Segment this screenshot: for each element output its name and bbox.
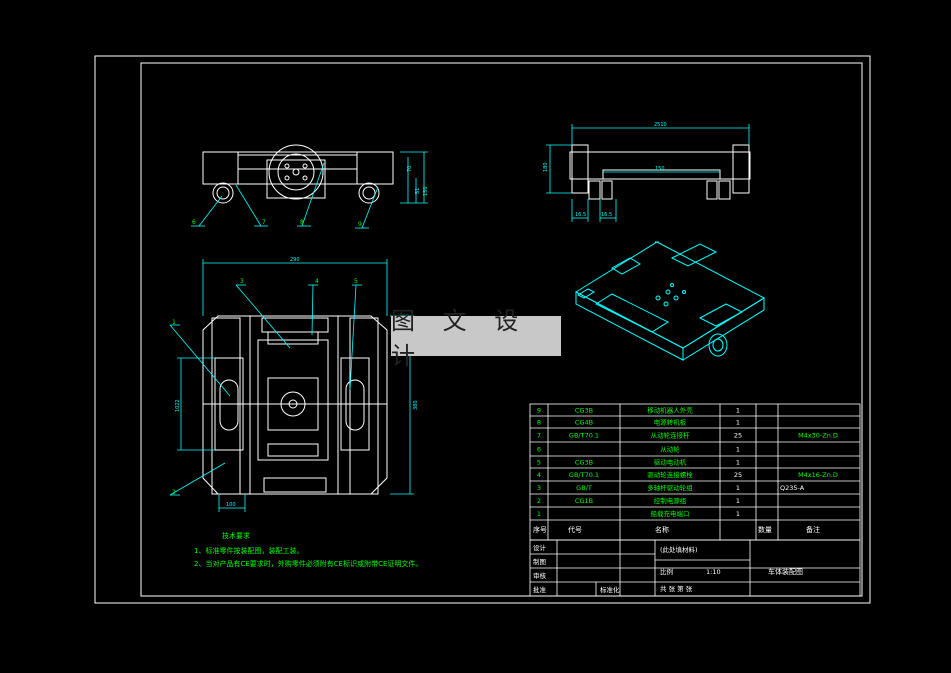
tb-sheets: 共 张 第 张	[660, 584, 693, 593]
bom-header-code: 代号	[568, 525, 582, 534]
bom-cell-name: 电源转机板	[654, 418, 687, 427]
balloon-1: 1	[172, 319, 176, 326]
bom-cell-qty: 1	[736, 459, 740, 467]
tb-check: 审核	[533, 571, 547, 580]
bom-cell-code: CG3B	[575, 459, 593, 467]
side-dim-16a: 16.5	[575, 212, 586, 218]
bom-cell-name: 驱动轮连接螺栓	[647, 470, 693, 479]
bom-cell-no: 5	[537, 459, 541, 467]
bom-cell-no: 1	[537, 510, 541, 518]
side-view-dims	[546, 124, 750, 222]
bom-header-qty: 数量	[758, 525, 772, 534]
bom-cell-code: CG3B	[575, 407, 593, 415]
balloon-4: 4	[315, 278, 319, 285]
side-dim-height: 180	[543, 162, 549, 172]
plan-dim-width: 290	[290, 257, 300, 263]
bom-cell-no: 9	[537, 407, 541, 415]
plan-view	[202, 315, 388, 495]
front-leaders	[191, 162, 379, 229]
front-dim-h2: 150	[423, 186, 429, 196]
bom-cell-qty: 25	[734, 471, 742, 479]
bom-cell-name: 驱动电动机	[654, 458, 687, 467]
bom-cell-qty: 1	[736, 419, 740, 427]
plan-view-dims	[177, 259, 414, 512]
bom-header-remark: 备注	[806, 525, 820, 534]
side-dim-16b: 16.5	[601, 212, 612, 218]
notes-line1: 1、标准零件按装配图，装配工装。	[194, 546, 303, 555]
notes-title: 技术要求	[222, 531, 250, 540]
bom-table-lines	[529, 403, 861, 541]
notes-line2: 2、当对产品有CE要求时，外购零件必须附有CE标识或附带CE证明文件。	[194, 559, 422, 568]
plan-dim-bottom: 100	[226, 502, 236, 508]
bom-cell-no: 3	[537, 484, 541, 492]
tb-scale: 1:10	[706, 568, 721, 576]
bom-cell-no: 7	[537, 432, 541, 440]
bom-cell-no: 8	[537, 419, 541, 427]
front-dim-h1: 70	[407, 166, 413, 172]
inner-frame	[140, 62, 863, 597]
bom-cell-remark: M4x30-Zn.D	[798, 432, 838, 440]
balloon-2: 2	[172, 489, 176, 496]
tb-scale-label: 比例	[660, 567, 673, 576]
tb-approve: 批准	[533, 585, 547, 594]
plan-dim-height: 380	[413, 400, 419, 410]
plan-dim-left: 1022	[175, 399, 181, 412]
front-dim-h3: 51	[415, 188, 421, 194]
bom-header-name: 名称	[655, 525, 669, 534]
front-view-dims	[400, 151, 428, 204]
title-block-lines	[529, 539, 861, 597]
watermark-banner: 图 文 设 计	[391, 307, 561, 370]
bom-cell-no: 6	[537, 446, 541, 454]
bom-cell-name: 多轴杆驱动轮组	[647, 483, 693, 492]
iso-view	[574, 241, 766, 361]
bom-cell-code: GB/T70.1	[569, 471, 599, 479]
bom-cell-qty: 1	[736, 446, 740, 454]
tb-design: 设计	[533, 543, 547, 552]
bom-header-no: 序号	[533, 525, 547, 534]
balloon-6: 6	[192, 219, 196, 226]
bom-cell-no: 4	[537, 471, 541, 479]
balloon-9: 9	[358, 221, 362, 228]
bom-cell-name: 船载充电端口	[651, 509, 690, 518]
outer-frame	[94, 55, 871, 604]
tb-std: 标准化	[600, 585, 620, 594]
balloon-3: 3	[240, 278, 244, 285]
bom-cell-remark: M4x16-Zn.D	[798, 471, 838, 479]
bom-cell-code: CG1B	[575, 497, 593, 505]
bom-cell-qty: 1	[736, 497, 740, 505]
bom-cell-code: GB/T	[576, 484, 592, 492]
bom-cell-name: 从动轮	[660, 445, 680, 454]
balloon-5: 5	[354, 278, 358, 285]
front-view	[202, 144, 394, 204]
bom-cell-code: GB/T70.1	[569, 432, 599, 440]
side-dim-150: 150	[655, 166, 665, 172]
tb-material: (此处填材料)	[660, 545, 698, 554]
side-view	[569, 144, 751, 200]
bom-cell-qty: 1	[736, 510, 740, 518]
plan-leaders	[169, 284, 362, 496]
bom-cell-code: CG4B	[575, 419, 593, 427]
bom-cell-name: 从动轮连接杆	[651, 431, 691, 440]
tb-drawing-name: 车体装配图	[768, 567, 803, 576]
side-dim-width: 2510	[654, 122, 667, 128]
bom-cell-name: 控制电源组	[654, 496, 687, 505]
tb-draw: 制图	[533, 557, 546, 566]
balloon-7: 7	[262, 219, 266, 226]
bom-cell-qty: 25	[734, 432, 742, 440]
bom-cell-material: Q235-A	[780, 484, 805, 492]
bom-cell-no: 2	[537, 497, 541, 505]
bom-cell-qty: 1	[736, 484, 740, 492]
bom-cell-qty: 1	[736, 407, 740, 415]
balloon-8: 8	[300, 219, 304, 226]
bom-cell-name: 移动机器人外壳	[647, 406, 693, 415]
